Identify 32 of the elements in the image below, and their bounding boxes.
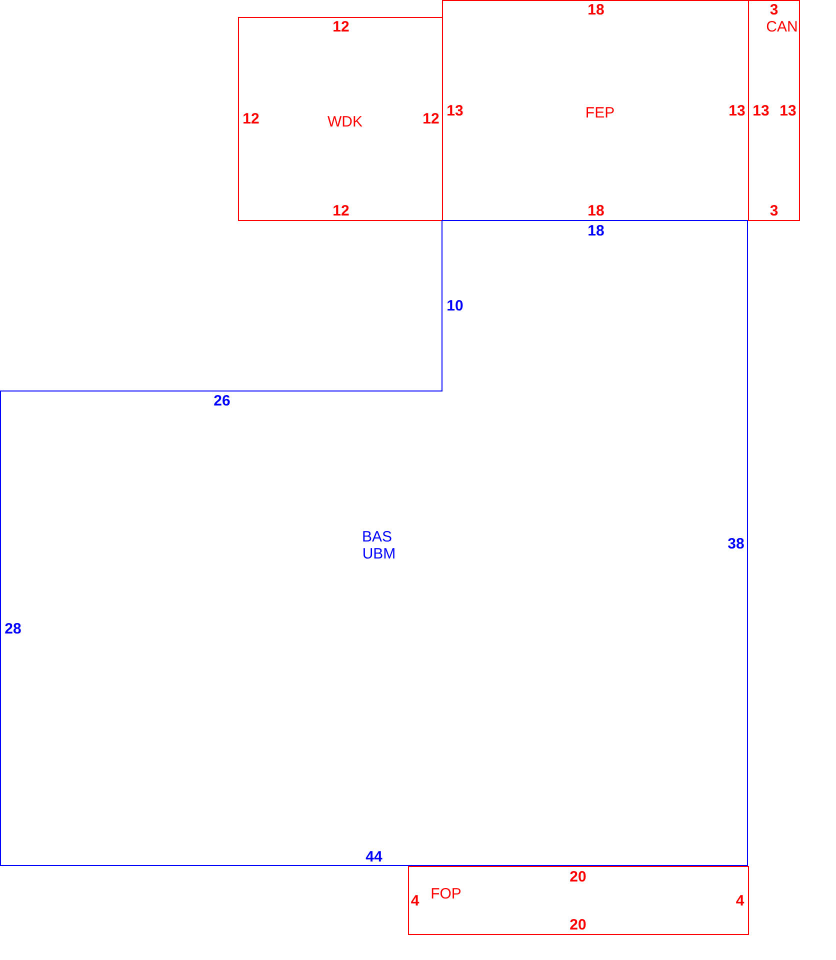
area-label: WDK xyxy=(328,114,362,130)
dimension-label: 20 xyxy=(570,870,586,884)
dimension-label: 4 xyxy=(410,894,420,908)
dimension-label: 13 xyxy=(780,104,796,118)
dimension-label: 10 xyxy=(446,298,464,314)
dimension-label: 38 xyxy=(728,536,744,552)
dimension-label: 4 xyxy=(736,894,744,908)
basement-outline xyxy=(0,220,748,866)
dimension-label: 20 xyxy=(570,918,586,932)
dimension-label: 13 xyxy=(446,104,464,118)
dimension-label: 28 xyxy=(4,622,22,636)
area-label: FEP xyxy=(585,106,615,120)
dimension-label: 18 xyxy=(588,224,604,238)
room-outline xyxy=(748,0,800,221)
dimension-label: 12 xyxy=(332,20,350,34)
room-outline xyxy=(408,866,749,935)
dimension-label: 26 xyxy=(214,394,230,408)
dimension-label: 13 xyxy=(728,104,746,118)
area-label: BAS xyxy=(362,530,392,544)
dimension-label: 44 xyxy=(366,850,382,864)
area-label: FOP xyxy=(430,886,462,902)
dimension-label: 3 xyxy=(770,204,778,218)
dimension-label: 12 xyxy=(242,112,260,126)
dimension-label: 18 xyxy=(588,204,604,218)
area-label: CAN xyxy=(766,20,798,34)
dimension-label: 18 xyxy=(588,2,604,18)
dimension-label: 13 xyxy=(752,104,770,118)
dimension-label: 3 xyxy=(770,2,778,18)
dimension-label: 12 xyxy=(332,204,350,218)
area-label: UBM xyxy=(362,546,396,562)
room-outline xyxy=(238,17,443,221)
dimension-label: 12 xyxy=(422,112,440,126)
